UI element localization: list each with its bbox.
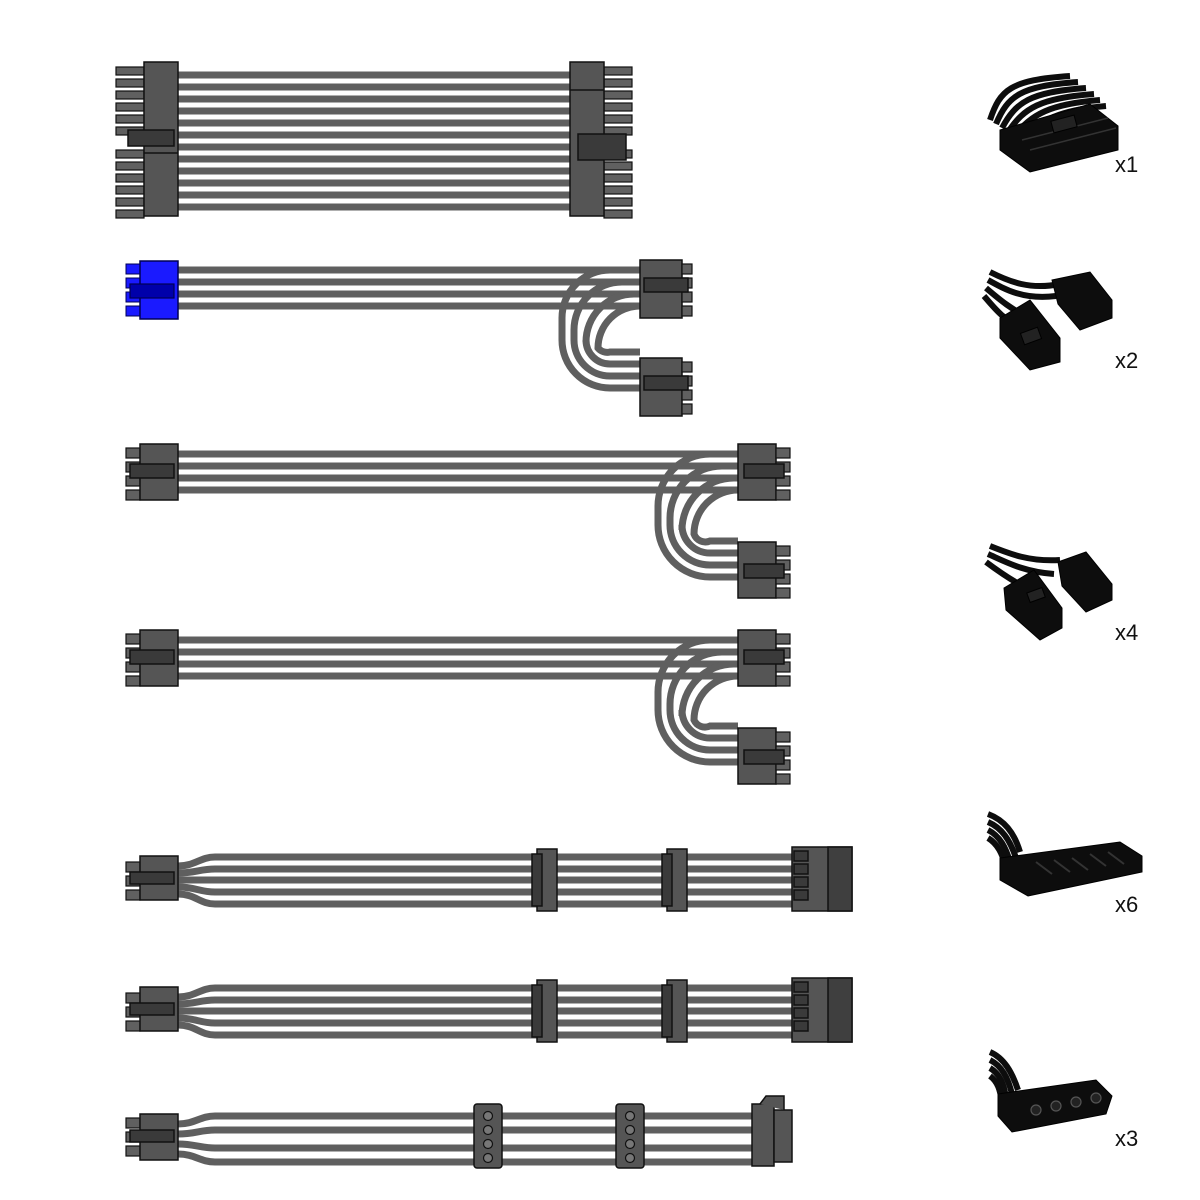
pcie-a-gpu-connector-bottom <box>737 541 791 599</box>
sata-quantity-label: x6 <box>1115 892 1139 917</box>
pcie-6plus2-connector-photo-icon <box>984 543 1113 641</box>
pcie-a-psu-side-connector <box>125 443 179 501</box>
sata-a-end-connector <box>791 846 853 912</box>
pcie-cable-a <box>125 443 791 599</box>
sata-b-wires <box>177 984 794 1039</box>
atx-24pin-cable <box>115 61 633 219</box>
sata-b-psu-side-connector <box>125 986 179 1032</box>
atx-24pin-connector-photo-icon <box>987 73 1119 173</box>
sata-a-inline-connector-1 <box>531 848 558 912</box>
sata-b-inline-connector-1 <box>531 979 558 1043</box>
pcie-b-gpu-connector-top <box>737 629 791 687</box>
pcie-b-wires <box>178 636 739 766</box>
sata-connector-photo-icon <box>986 811 1143 897</box>
cpu-eps-cable <box>125 259 693 417</box>
molex-wires <box>177 1112 754 1166</box>
molex-psu-side-connector <box>125 1113 179 1161</box>
sata-a-inline-connector-2 <box>661 848 688 912</box>
molex-cable <box>125 1095 793 1169</box>
sata-a-psu-side-connector <box>125 855 179 901</box>
atx-motherboard-connector <box>569 61 633 219</box>
cpu-quantity-label: x2 <box>1115 348 1139 373</box>
molex-quantity-label: x3 <box>1115 1126 1139 1151</box>
pcie-a-gpu-connector-top <box>737 443 791 501</box>
cpu-cable-wires <box>178 266 641 392</box>
atx-cable-wires <box>178 71 570 211</box>
sata-b-inline-connector-2 <box>661 979 688 1043</box>
floppy-end-connector <box>751 1095 793 1167</box>
pcie-b-psu-side-connector <box>125 629 179 687</box>
eps-4plus4-connector-photo-icon <box>981 269 1113 371</box>
molex-inline-connector-1 <box>473 1103 503 1169</box>
sata-cable-a <box>125 846 853 912</box>
molex-inline-connector-2 <box>615 1103 645 1169</box>
pcie-b-gpu-connector-bottom <box>737 727 791 785</box>
atx-psu-side-connector <box>115 61 179 219</box>
atx-quantity-label: x1 <box>1115 152 1139 177</box>
cpu-connector-bottom <box>639 357 693 417</box>
sata-cable-b <box>125 977 853 1043</box>
pcie-cable-b <box>125 629 791 785</box>
cpu-psu-side-connector <box>125 260 179 320</box>
sata-a-wires <box>177 853 794 908</box>
molex-connector-photo-icon <box>988 1049 1113 1133</box>
pcie-quantity-label: x4 <box>1115 620 1139 645</box>
sata-b-end-connector <box>791 977 853 1043</box>
pcie-a-wires <box>178 450 739 581</box>
cpu-connector-top <box>639 259 693 319</box>
